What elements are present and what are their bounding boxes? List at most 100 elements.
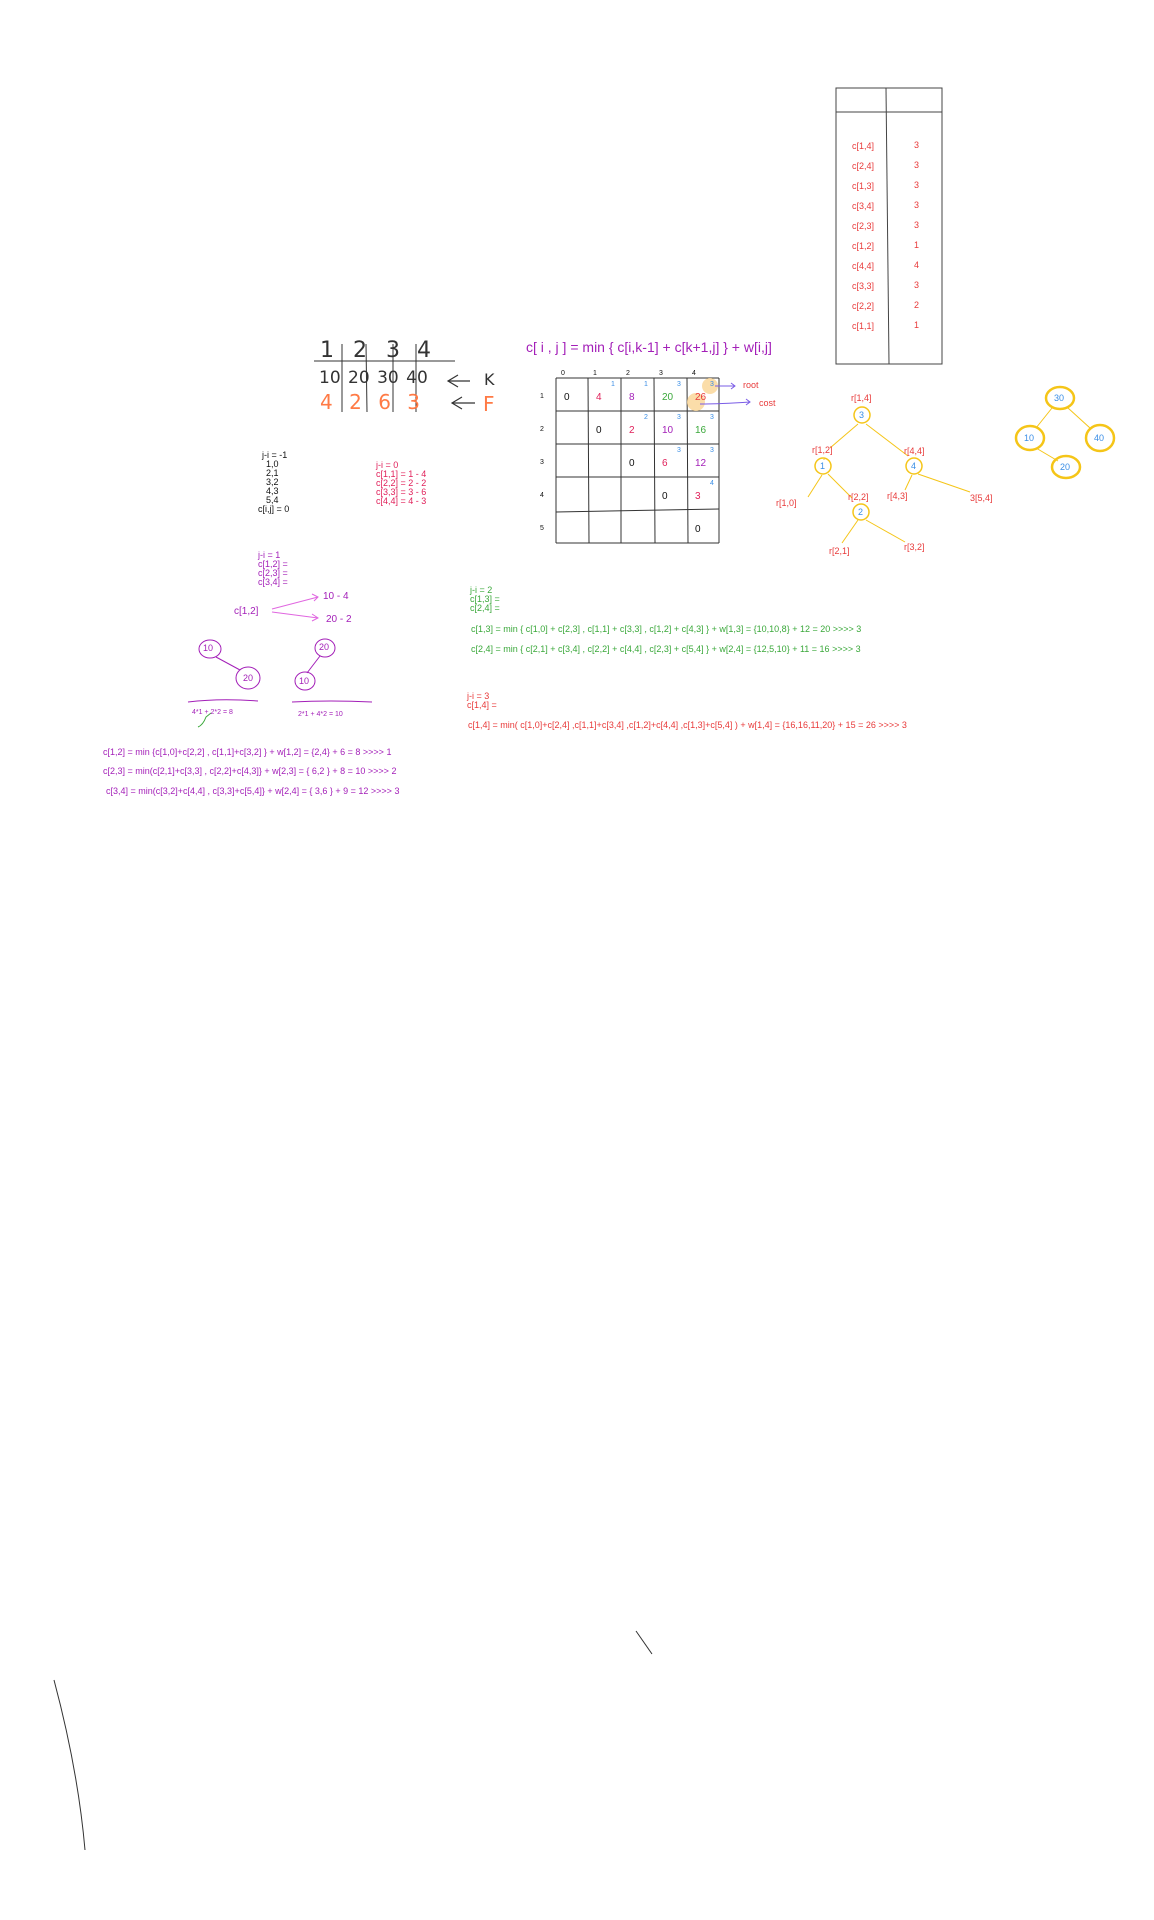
pair-line: 1,0 xyxy=(266,459,279,469)
grid-cell-root: 3 xyxy=(710,414,714,421)
root-tree-node-left: 1 xyxy=(820,461,826,471)
grid-col-label: 0 xyxy=(561,370,565,377)
root-tree-node-lr: 2 xyxy=(858,507,864,517)
mini-node: 20 xyxy=(243,673,254,683)
root-tree-label-lrr: r[3,2] xyxy=(904,542,925,552)
mini-node: 10 xyxy=(203,643,214,653)
block-line: c[2,2] = 2 - 2 xyxy=(376,478,427,488)
grid-cell-cost: 26 xyxy=(695,392,707,403)
k-label: K xyxy=(484,370,495,389)
grid-cell-root: 4 xyxy=(710,480,714,487)
grid-col-label: 4 xyxy=(692,370,696,377)
root-tree-nodes xyxy=(814,406,923,521)
root-tree-label-rr: 3[5,4] xyxy=(970,493,993,503)
key-2: 2 xyxy=(353,338,369,363)
side-value: 3 xyxy=(914,140,920,150)
equation-c13: c[1,3] = min { c[1,0] + c[2,3] , c[1,1] … xyxy=(471,624,862,634)
c12-label: c[1,2] xyxy=(234,606,259,617)
block-line: c[3,3] = 3 - 6 xyxy=(376,487,427,497)
equation-c24: c[2,4] = min { c[2,1] + c[3,4] , c[2,2] … xyxy=(471,644,861,654)
side-cell: c[2,3] xyxy=(852,221,875,231)
block-line: c[3,4] = xyxy=(258,577,288,587)
root-arrow-label: root xyxy=(743,380,759,390)
grid-cell-cost: 0 xyxy=(564,392,570,403)
grid-cell-cost: 8 xyxy=(629,392,635,403)
k-value-1: 10 xyxy=(319,368,341,388)
cost-highlight xyxy=(687,393,705,411)
side-cell: c[1,2] xyxy=(852,241,875,251)
root-tree-node-root: 3 xyxy=(859,410,865,420)
stray-stroke xyxy=(635,1630,653,1655)
side-cell: c[2,4] xyxy=(852,161,875,171)
grid-cell-cost: 20 xyxy=(662,392,674,403)
side-value: 1 xyxy=(914,240,920,250)
c12-arrows xyxy=(271,593,319,622)
block-j-0: j-i = 0 c[1,1] = 1 - 4 c[2,2] = 2 - 2 c[… xyxy=(376,461,426,506)
side-value: 1 xyxy=(914,320,920,330)
pair-line: 4,3 xyxy=(266,486,279,496)
equation-c34: c[3,4] = min(c[3,2]+c[4,4] , c[3,3]+c[5,… xyxy=(106,786,400,796)
root-tree-label-lr: r[2,2] xyxy=(848,492,869,502)
block-line: c[1,4] = xyxy=(467,700,497,710)
check-mark xyxy=(197,712,212,728)
side-cell: c[2,2] xyxy=(852,301,875,311)
root-tree-label-rl: r[4,3] xyxy=(887,491,908,501)
block-line: c[2,4] = xyxy=(470,603,500,613)
root-tree-label-ll: r[1,0] xyxy=(776,498,797,508)
stray-curve xyxy=(53,1679,86,1851)
root-tree-label-top: r[1,4] xyxy=(851,393,872,403)
k-value-4: 40 xyxy=(406,368,428,388)
grid-cell-root: 3 xyxy=(677,381,681,388)
grid-cell-cost: 6 xyxy=(662,458,668,469)
block-header: j-i = 3 xyxy=(467,691,490,701)
final-node-left-right: 20 xyxy=(1060,462,1071,472)
f-arrow xyxy=(450,396,475,410)
f-value-2: 2 xyxy=(349,390,362,414)
grid-lines xyxy=(555,377,720,544)
final-node-left: 10 xyxy=(1024,433,1035,443)
equation-c14: c[1,4] = min( c[1,0]+c[2,4] ,c[1,1]+c[3,… xyxy=(468,720,907,730)
side-value: 4 xyxy=(914,260,920,270)
root-tree-edges xyxy=(807,423,971,544)
side-cell: c[3,4] xyxy=(852,201,875,211)
final-node-root: 30 xyxy=(1054,393,1065,403)
block-line: c[2,3] = xyxy=(258,568,288,578)
root-tree-label-right: r[4,4] xyxy=(904,446,925,456)
grid-cell-root: 1 xyxy=(611,381,615,388)
side-value: 3 xyxy=(914,200,920,210)
k-arrow xyxy=(446,374,470,388)
f-value-4: 3 xyxy=(407,390,421,414)
side-value: 3 xyxy=(914,280,920,290)
grid-cell-root: 1 xyxy=(644,381,648,388)
grid-cell-cost: 0 xyxy=(629,458,635,469)
grid-cell-root: 3 xyxy=(677,447,681,454)
side-value: 3 xyxy=(914,220,920,230)
block-header: j-i = 2 xyxy=(470,585,493,595)
side-value: 3 xyxy=(914,180,920,190)
mini-node: 10 xyxy=(299,676,310,686)
grid-cell-root: 3 xyxy=(710,381,714,388)
block-line: c[1,3] = xyxy=(470,594,500,604)
side-value: 3 xyxy=(914,160,920,170)
calc-a: 4*1 + 2*2 = 8 xyxy=(192,709,233,716)
k-value-3: 30 xyxy=(377,368,399,388)
block-j-1: j-i = 1 c[1,2] = c[2,3] = c[3,4] = xyxy=(258,551,288,587)
key-1: 1 xyxy=(320,338,336,363)
root-arrow xyxy=(715,382,736,390)
side-cell: c[1,4] xyxy=(852,141,875,151)
block-j-2: j-i = 2 c[1,3] = c[2,4] = xyxy=(470,586,500,613)
kf-k-values: 10 20 30 40 xyxy=(319,370,428,387)
block-header: j-i = 0 xyxy=(376,460,399,470)
grid-cell-cost: 16 xyxy=(695,425,707,436)
side-cell: c[4,4] xyxy=(852,261,875,271)
pair-line: 5,4 xyxy=(266,495,279,505)
kf-f-values: 4 2 6 3 xyxy=(320,392,420,412)
key-3: 3 xyxy=(386,338,402,363)
block-header: j-i = -1 xyxy=(262,450,288,460)
grid-cell-root: 2 xyxy=(644,414,648,421)
f-value-3: 6 xyxy=(378,390,391,414)
grid-row-label: 1 xyxy=(540,393,544,400)
grid-col-label: 2 xyxy=(626,370,630,377)
grid-cell-cost: 3 xyxy=(695,491,701,502)
side-cell: c[3,3] xyxy=(852,281,875,291)
